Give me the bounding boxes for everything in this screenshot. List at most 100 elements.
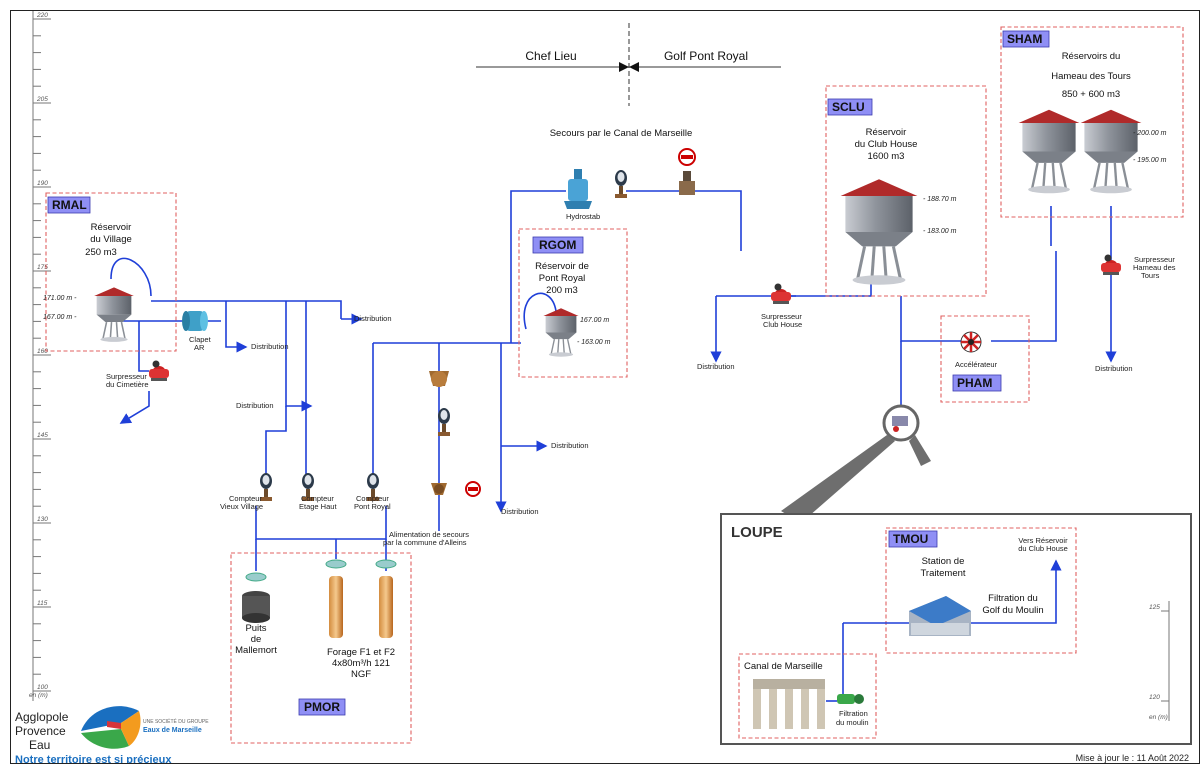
axis-tick-label: 145	[37, 432, 48, 439]
rmal-title-1: Réservoir	[91, 222, 132, 233]
pump-icon	[771, 283, 791, 304]
sclu-title-2: du Club House	[855, 139, 918, 150]
meter-icon	[615, 170, 627, 198]
header-split: Chef Lieu Golf Pont Royal	[476, 23, 781, 106]
sclu-elev-top: - 188.70 m	[923, 196, 957, 203]
canal-filtration-2: du moulin	[836, 718, 869, 727]
clapet-icon	[182, 311, 208, 331]
distribution-6: Distribution	[697, 362, 735, 371]
pham-label: Accélérateur	[955, 360, 998, 369]
zone-rmal: RMAL Réservoir du Village 250 m3 171.00 …	[43, 192, 177, 352]
axis-tick-label: 220	[36, 12, 48, 19]
compteur-3-b: Pont Royal	[354, 502, 391, 511]
treatment-plant-icon	[909, 596, 971, 636]
sham-title-3: 850 + 600 m3	[1062, 89, 1120, 100]
axis-tick-label: 190	[37, 180, 48, 187]
partner-small: UNE SOCIÉTÉ DU GROUPE	[143, 718, 209, 725]
borehole-icon	[329, 576, 343, 638]
brand-line-1: Agglopole	[15, 710, 69, 724]
distribution-2: Distribution	[354, 314, 392, 323]
surp-hameau-1: Surpresseur	[1134, 255, 1175, 264]
magnifier-icon	[781, 404, 931, 523]
accelerator-icon	[960, 331, 982, 353]
well-icon	[242, 591, 270, 623]
hydrostab-label: Hydrostab	[566, 212, 600, 221]
surp-hameau-2: Hameau des	[1133, 263, 1176, 272]
pump-icon	[1101, 254, 1121, 275]
brand-slogan: Notre territoire est si précieux	[15, 754, 172, 764]
surp-club-2: Club House	[763, 320, 802, 329]
surp-cimetiere-1: Surpresseur	[106, 372, 147, 381]
sham-tower-icon	[1017, 108, 1081, 195]
distribution-1: Distribution	[251, 342, 289, 351]
forage-3: NGF	[351, 669, 371, 680]
rmal-elev-top: 171.00 m -	[43, 295, 77, 302]
tmou-vers-1: Vers Réservoir	[1018, 536, 1068, 545]
borehole-icon	[379, 576, 393, 638]
axis-tick-label: 130	[37, 516, 48, 523]
sclu-tower-icon	[839, 177, 919, 287]
secours-canal-label: Secours par le Canal de Marseille	[550, 128, 693, 139]
rmal-tower-icon	[93, 286, 135, 343]
rmal-elev-bot: 167.00 m -	[43, 314, 77, 321]
axis-tick-label: 115	[37, 600, 48, 607]
rgom-tag: RGOM	[539, 238, 576, 252]
tmou-vers-2: du Club House	[1018, 544, 1068, 553]
rgom-title-2: Pont Royal	[539, 273, 585, 284]
rgom-elev-bot: - 163.00 m	[577, 339, 611, 346]
compteur-3-a: Compteur	[356, 494, 389, 503]
sham-tag: SHAM	[1007, 32, 1042, 46]
rgom-title-1: Réservoir de	[535, 261, 589, 272]
zone-sclu: SCLU Réservoir du Club House 1600 m3 - 1…	[825, 85, 987, 297]
rgom-tower-icon	[542, 307, 580, 358]
forage-1: Forage F1 et F2	[327, 647, 395, 658]
compteur-2-b: Etage Haut	[299, 502, 337, 511]
tmou-filtration-2: Golf du Moulin	[982, 605, 1043, 616]
pham-tag: PHAM	[957, 376, 992, 390]
compteur-2-a: Compteur	[301, 494, 334, 503]
zone-pham: Accélérateur PHAM	[940, 315, 1030, 403]
rmal-title-3: 250 m3	[85, 247, 117, 258]
sham-title-2: Hameau des Tours	[1051, 71, 1131, 82]
zone-pmor: Puits de Mallemort Forage F1 et F2 4x80m…	[230, 552, 412, 744]
sham-elev-top: - 200.00 m	[1133, 130, 1167, 137]
sham-elev-bot: - 195.00 m	[1133, 157, 1167, 164]
sclu-title-1: Réservoir	[866, 127, 907, 138]
surp-hameau-3: Tours	[1141, 271, 1160, 280]
canal-title: Canal de Marseille	[744, 661, 823, 672]
zone-sham: SHAM Réservoirs du Hameau des Tours 850 …	[1000, 26, 1184, 218]
tmou-station-1: Station de	[922, 556, 965, 567]
rmal-tag: RMAL	[52, 198, 87, 212]
puits-1: Puits	[245, 623, 266, 634]
partner-name: Eaux de Marseille	[143, 727, 202, 734]
loupe-tick-1: 125	[1149, 604, 1160, 611]
hydrostab-valve	[564, 169, 592, 209]
filter-pump-icon	[837, 694, 864, 704]
sclu-elev-bot: - 183.00 m	[923, 228, 957, 235]
brand-line-2: Provence	[15, 724, 66, 738]
alimentation-1: Alimentation de secours	[389, 530, 469, 539]
axis-tick-label: 100	[37, 684, 48, 691]
axis-tick-label: 205	[36, 96, 48, 103]
forage-2: 4x80m³/h 121	[332, 658, 390, 669]
tmou-tag: TMOU	[893, 532, 928, 546]
puits-2: de	[251, 634, 262, 645]
rmal-title-2: du Village	[90, 234, 132, 245]
axis-unit: en (m)	[29, 692, 48, 699]
axis-tick-label: 160	[37, 348, 48, 355]
sham-title-1: Réservoirs du	[1062, 51, 1121, 62]
brand-logo-icon	[81, 706, 141, 749]
secours-valve-stack	[429, 371, 481, 497]
footer-brand: Agglopole Provence Eau Notre territoire …	[15, 706, 209, 764]
aqueduct-icon	[753, 679, 825, 729]
loupe-tick-2: 120	[1149, 694, 1160, 701]
sham-tower-icon	[1079, 108, 1143, 195]
rgom-elev-top: 167.00 m	[580, 317, 609, 324]
canal-filtration-1: Filtration	[839, 709, 868, 718]
pump-icon	[149, 360, 169, 381]
distribution-3: Distribution	[236, 401, 274, 410]
header-golf-pont-royal: Golf Pont Royal	[664, 49, 748, 63]
tmou-station-2: Traitement	[920, 568, 965, 579]
surp-cimetiere-2: du Cimetière	[106, 380, 149, 389]
